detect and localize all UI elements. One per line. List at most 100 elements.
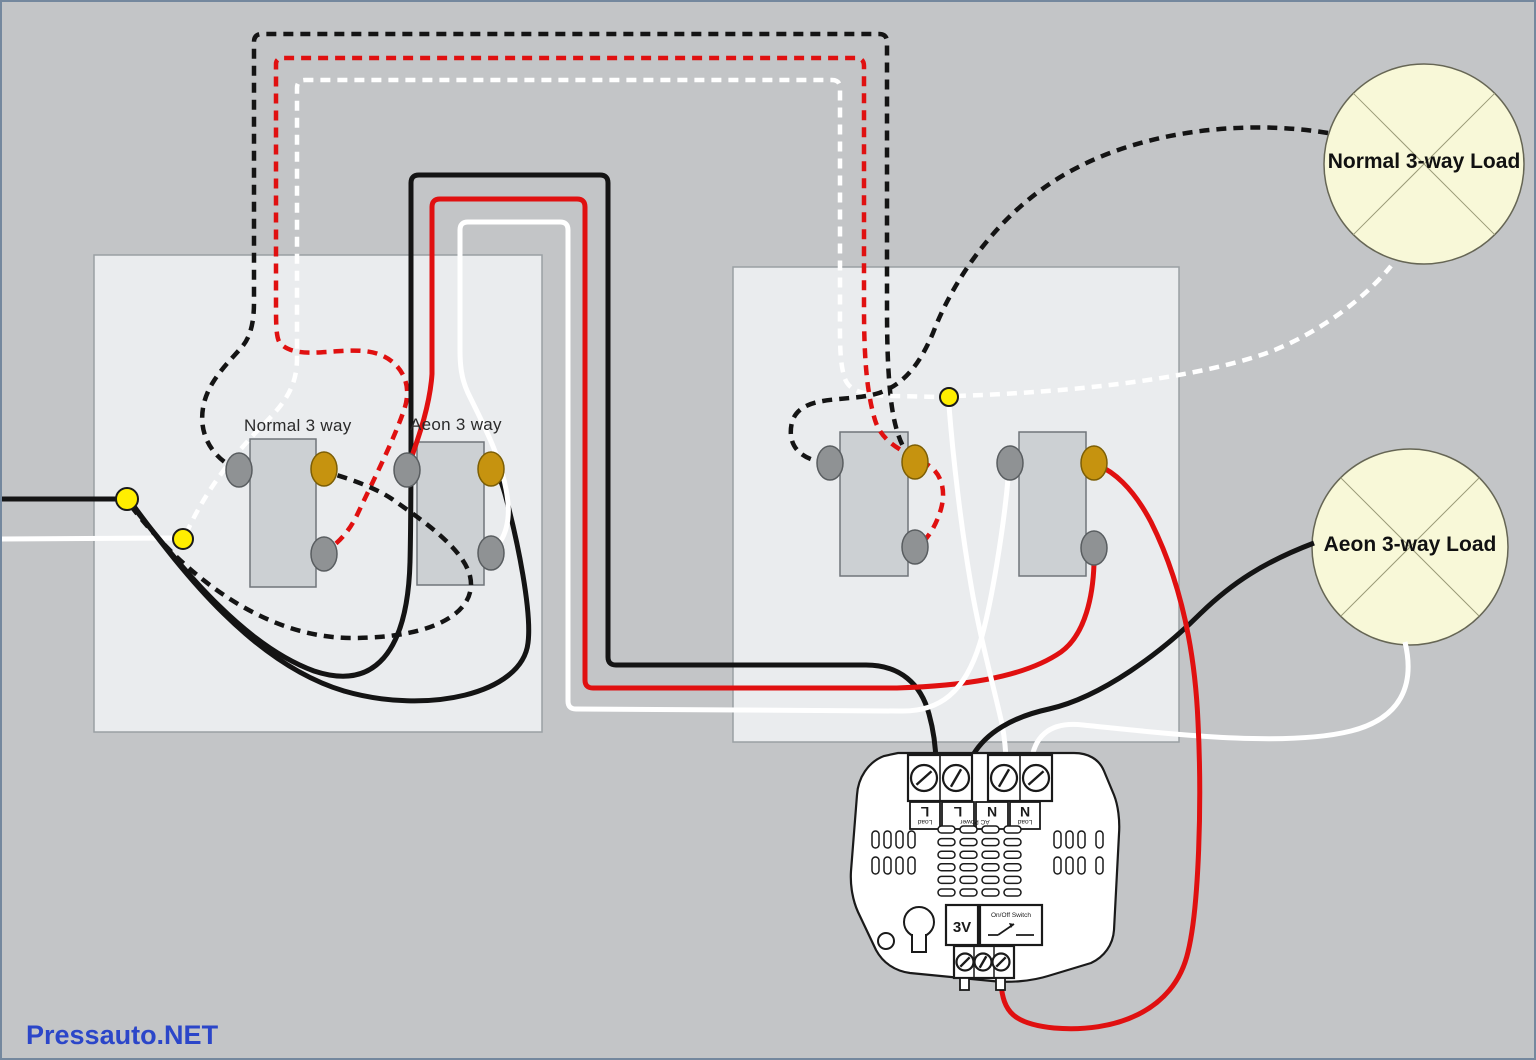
terminal-gold [310,451,338,487]
vent-slot [1003,875,1022,885]
vent-slot [959,837,978,847]
module-button [903,906,935,938]
wire-nuts [115,387,959,550]
screw-slot [997,768,1011,788]
vent-slot [1065,856,1074,875]
vent-slot [1003,837,1022,847]
vent-slot [937,850,956,859]
terminal-gray [310,536,338,572]
module-led [877,932,895,950]
vent-slot [907,856,916,875]
battery-label: 3V [953,919,971,936]
terminal-gray [1080,530,1108,566]
vent-slot [895,856,904,875]
vent-slot [959,825,978,834]
wire-normal-load-hot-dashed [788,125,1329,466]
switch-glyph-arrow [1009,923,1014,928]
neutral-wirenut-right [939,387,959,407]
switch-terminals [225,444,1108,572]
module-label-cell [909,801,941,830]
screw-slot [915,770,933,786]
vent-slot [981,825,1000,834]
wire-traveler-white-solid [457,219,1011,714]
wire-hot-to-module-black [128,172,939,767]
wire-normal-load-neutral-dashed [955,264,1393,399]
rightbox-aeon-switch [1018,431,1087,577]
module-terminal-letter: L [920,804,929,820]
terminal-gold [901,444,929,480]
right-wall-box [732,266,1180,743]
screw-slot [978,955,988,969]
terminal-gold [477,451,505,487]
vent-slot [1077,830,1086,849]
module-caption-ac-power: AC Power [960,818,990,825]
neutral-wirenut-left [172,528,194,550]
vent-slot [937,875,956,885]
module-tab [995,977,1006,991]
wire-feed-neutral-white [2,535,177,542]
wire-hot-to-normal-common-dashed [129,470,474,641]
screw-slot [949,768,963,788]
vent-slot [1095,830,1104,849]
vent-slot [959,875,978,885]
vent-slot [981,850,1000,859]
terminal-gray [225,452,253,488]
hot-wirenut [115,487,139,511]
screw-slot [959,956,971,968]
module-label-cell [1009,801,1041,830]
switch-bodies [249,431,1087,588]
vent-slot [981,837,1000,847]
terminal-gray [996,445,1024,481]
module-button-stem [911,934,927,953]
wires [2,31,1411,1032]
vent-slot [959,888,978,897]
module-label-cell [941,801,975,830]
wire-traveler-red-solid [405,196,1097,691]
wire-module-switch-red [998,463,1203,1032]
vent-slot [937,888,956,897]
terminal-gold [1080,445,1108,481]
vent-slot [871,830,880,849]
vent-slot [871,856,880,875]
aeon-3way-load-cross [1340,477,1480,617]
vent-slot [959,850,978,859]
module-terminal-letter: N [987,804,997,820]
vent-slot [883,830,892,849]
terminal-gray [901,529,929,565]
vent-slot [1003,888,1022,897]
terminal-gray [816,445,844,481]
screw-slot [1027,770,1045,786]
module-caption: Load [1017,818,1032,825]
terminal-gray [477,535,505,571]
vent-slot [981,888,1000,897]
vent-slot [883,856,892,875]
module-caption: Load [917,818,932,825]
vent-slot [907,830,916,849]
vent-slot [1053,830,1062,849]
wire-aeon-load-neutral-white [1028,641,1411,766]
vent-slot [1077,856,1086,875]
vent-slot [937,825,956,834]
vent-slot [981,875,1000,885]
vent-slot [1095,856,1104,875]
rightbox-normal-switch [839,431,909,577]
vent-slot [895,830,904,849]
normal-3way-load-cross [1352,92,1496,236]
vent-slot [1053,856,1062,875]
module-terminal-letter: N [1020,804,1030,820]
module-terminal-letter: L [953,804,962,820]
vent-slot [937,863,956,872]
vent-slot [981,863,1000,872]
vent-slot [1003,863,1022,872]
vent-slot [1065,830,1074,849]
vent-slot [937,837,956,847]
vent-slot [1003,850,1022,859]
load-symbols [1311,63,1525,646]
normal-3way-switch [249,438,317,588]
module-tab [959,977,970,991]
wire-neutral-white-dashed [183,77,943,535]
aeon-3way-switch [416,441,485,586]
